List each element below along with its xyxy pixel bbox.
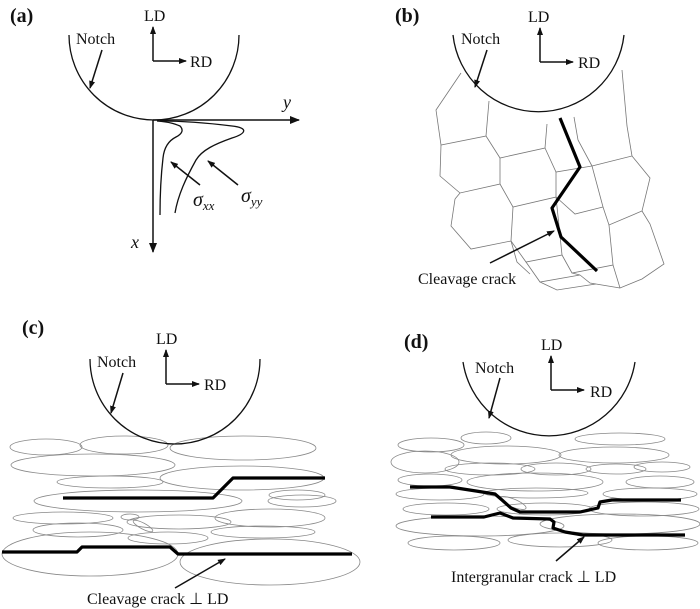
notch-outline (89, 358, 261, 445)
crack-label: Intergranular crack ⊥ LD (451, 569, 616, 586)
crack-pointer-arrow (555, 536, 585, 562)
crack-label: Cleavage crack ⊥ LD (87, 591, 228, 608)
notch-pointer-arrow (110, 372, 124, 414)
rd-label: RD (578, 55, 600, 72)
panel-a-label: (a) (10, 5, 33, 27)
elongated-grains (1, 435, 361, 586)
notch-label: Notch (475, 360, 514, 377)
panel-d: (d) (390, 331, 700, 586)
crack-label: Cleavage crack (418, 271, 516, 288)
panel-b-label: (b) (395, 5, 419, 27)
notch-pointer-arrow (474, 49, 488, 88)
panel-d-label: (d) (404, 331, 428, 353)
cleavage-crack-path (550, 117, 599, 273)
elongated-grains (390, 431, 700, 551)
panel-c: (c) Notch LD (1, 317, 361, 608)
cleavage-crack-lower (2, 545, 352, 556)
panel-c-label: (c) (22, 317, 44, 339)
notch-pointer-arrow (89, 49, 103, 89)
notch-outline (462, 361, 636, 437)
sigma-xx-label: σxx (193, 189, 215, 213)
orientation-axes: LD RD (144, 8, 212, 71)
notch-pointer-arrow (487, 377, 501, 419)
notch-label: Notch (76, 31, 115, 48)
cleavage-crack-upper (63, 476, 325, 500)
rd-label: RD (190, 54, 212, 71)
rd-label: RD (204, 377, 226, 394)
notch-label: Notch (461, 31, 500, 48)
x-axis-label: x (130, 232, 139, 252)
sigma-yy-pointer-arrow (207, 160, 239, 186)
sigma-yy-curve (159, 120, 245, 214)
crack-pointer-arrow (174, 558, 226, 589)
sigma-xx-pointer-arrow (170, 161, 201, 186)
intergranular-crack-upper (410, 485, 681, 514)
sigma-xx-curve (156, 120, 183, 216)
notch-label: Notch (97, 354, 136, 371)
sigma-yy-label: σyy (241, 185, 263, 209)
ld-label: LD (541, 337, 562, 354)
notch-outline (452, 34, 625, 113)
y-axis-label: y (281, 92, 291, 112)
orientation-axes: LD RD (541, 337, 612, 401)
rd-label: RD (590, 384, 612, 401)
orientation-axes: LD RD (528, 9, 600, 72)
crack-pointer-arrow (489, 230, 555, 264)
ld-label: LD (144, 8, 165, 25)
panel-a: (a) Notch LD RD y x σxx σyy (10, 5, 300, 253)
hexagonal-grains (435, 69, 665, 291)
ld-label: LD (528, 9, 549, 26)
orientation-axes: LD RD (156, 331, 226, 394)
intergranular-crack-lower (431, 511, 685, 537)
panel-b: (b) Notch (395, 5, 665, 291)
ld-label: LD (156, 331, 177, 348)
